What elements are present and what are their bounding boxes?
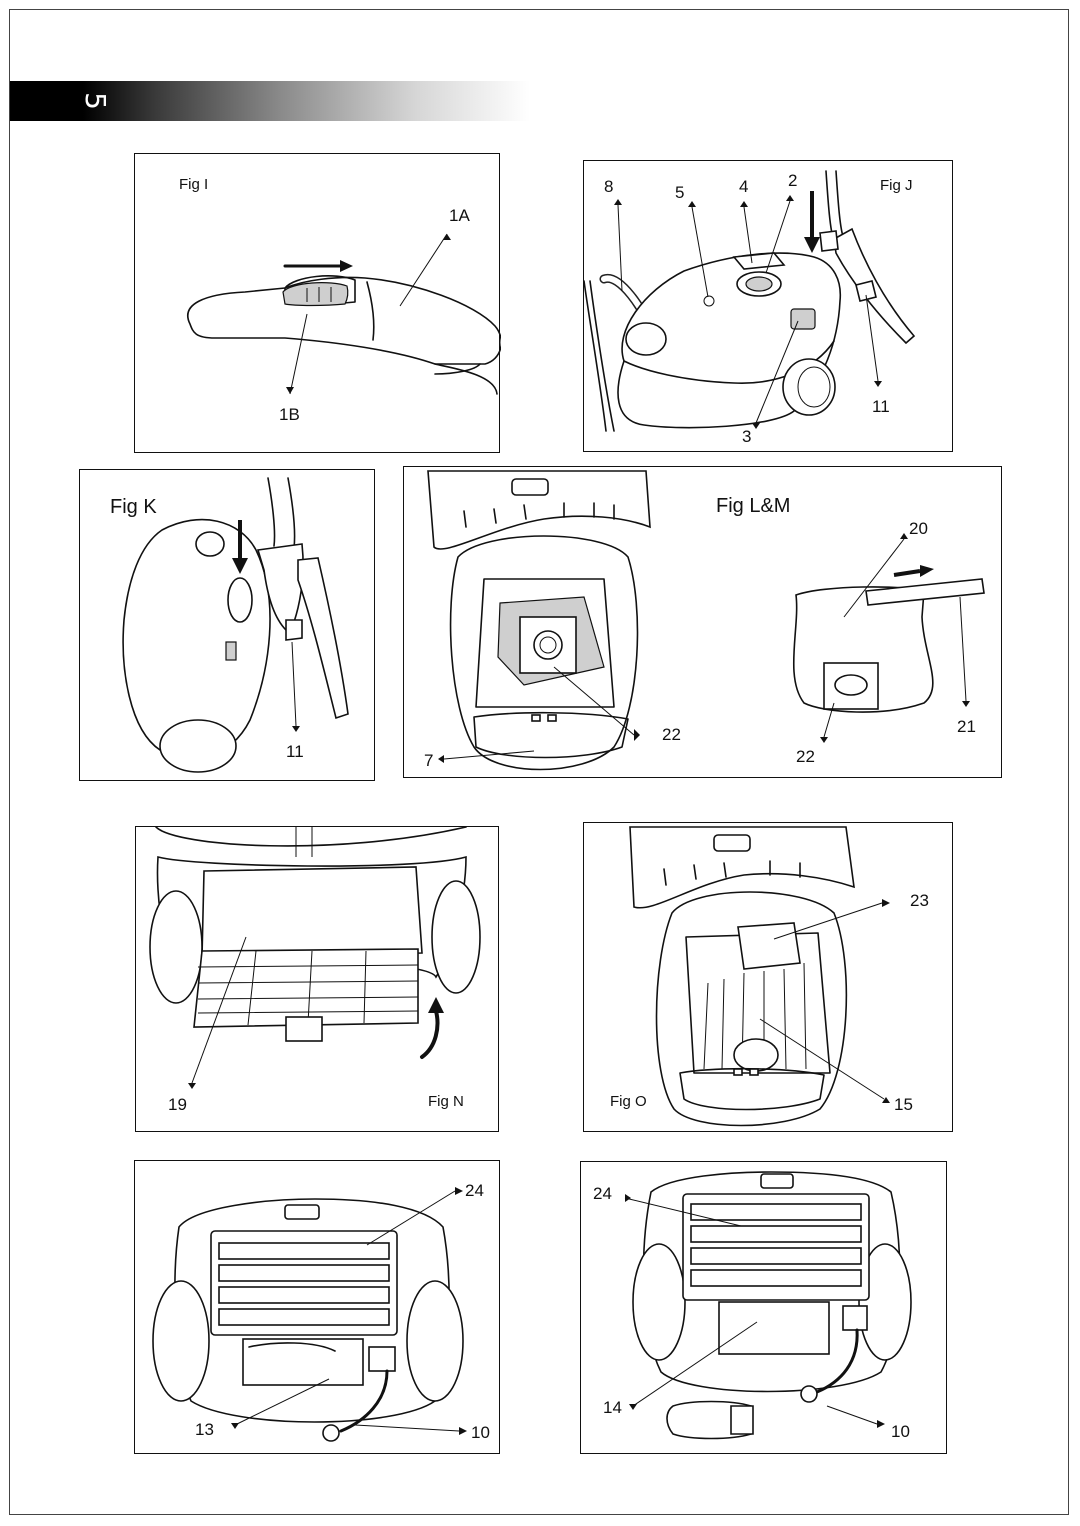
callout-10-p2: 10 [891, 1422, 910, 1441]
fig-o-illustration [629, 826, 890, 1127]
callout-8: 8 [604, 177, 614, 196]
callout-23: 23 [910, 891, 929, 910]
callout-20: 20 [909, 519, 928, 538]
callout-4: 4 [739, 177, 749, 196]
callout-3: 3 [742, 427, 752, 446]
callout-1a: 1A [449, 206, 470, 225]
callout-15: 15 [894, 1095, 913, 1114]
fig-i-illustration [187, 233, 501, 395]
fig-o-panel: Fig O 23 15 [583, 822, 953, 1132]
fig-k-illustration [122, 477, 349, 773]
callout-22-bag-holder: 22 [662, 725, 681, 744]
fig-o-title: Fig O [610, 1093, 647, 1110]
callout-2: 2 [788, 171, 798, 190]
fig-p2-panel: 24 14 10 [580, 1161, 947, 1454]
fig-i-title: Fig I [179, 176, 209, 193]
fig-n-illustration [149, 827, 481, 1089]
callout-10-p1: 10 [471, 1423, 490, 1442]
fig-k-panel: Fig K 11 [79, 469, 375, 781]
fig-j-illustration [584, 170, 916, 432]
callout-21: 21 [957, 717, 976, 736]
fig-p1-illustration [152, 1187, 467, 1442]
fig-lm-panel: Fig L&M 20 22 7 21 22 [403, 466, 1002, 778]
header-band [10, 81, 530, 121]
fig-lm-illustration [427, 470, 985, 771]
callout-24-p2: 24 [593, 1184, 612, 1203]
callout-1b: 1B [279, 405, 300, 424]
fig-k-title: Fig K [110, 496, 157, 518]
callout-22-bag: 22 [796, 747, 815, 766]
fig-lm-title: Fig L&M [716, 495, 791, 517]
callout-24-p1: 24 [465, 1181, 484, 1200]
fig-p2-illustration [624, 1171, 912, 1440]
callout-7: 7 [424, 751, 434, 770]
callout-19: 19 [168, 1095, 187, 1114]
fig-n-panel: Fig N 19 [135, 826, 499, 1132]
callout-11-k: 11 [286, 742, 304, 761]
page-frame [9, 9, 1069, 1515]
callout-13: 13 [195, 1420, 214, 1439]
fig-n-title: Fig N [428, 1093, 464, 1110]
fig-j-panel: Fig J 8 5 4 2 11 3 [583, 160, 953, 452]
fig-j-title: Fig J [880, 177, 913, 194]
callout-11: 11 [872, 397, 890, 416]
fig-p1-panel: 24 13 10 [134, 1160, 500, 1454]
page-number: 5 [79, 92, 112, 110]
callout-5: 5 [675, 183, 685, 202]
callout-14: 14 [603, 1398, 622, 1417]
fig-i-panel: Fig I 1A 1B [134, 153, 501, 453]
